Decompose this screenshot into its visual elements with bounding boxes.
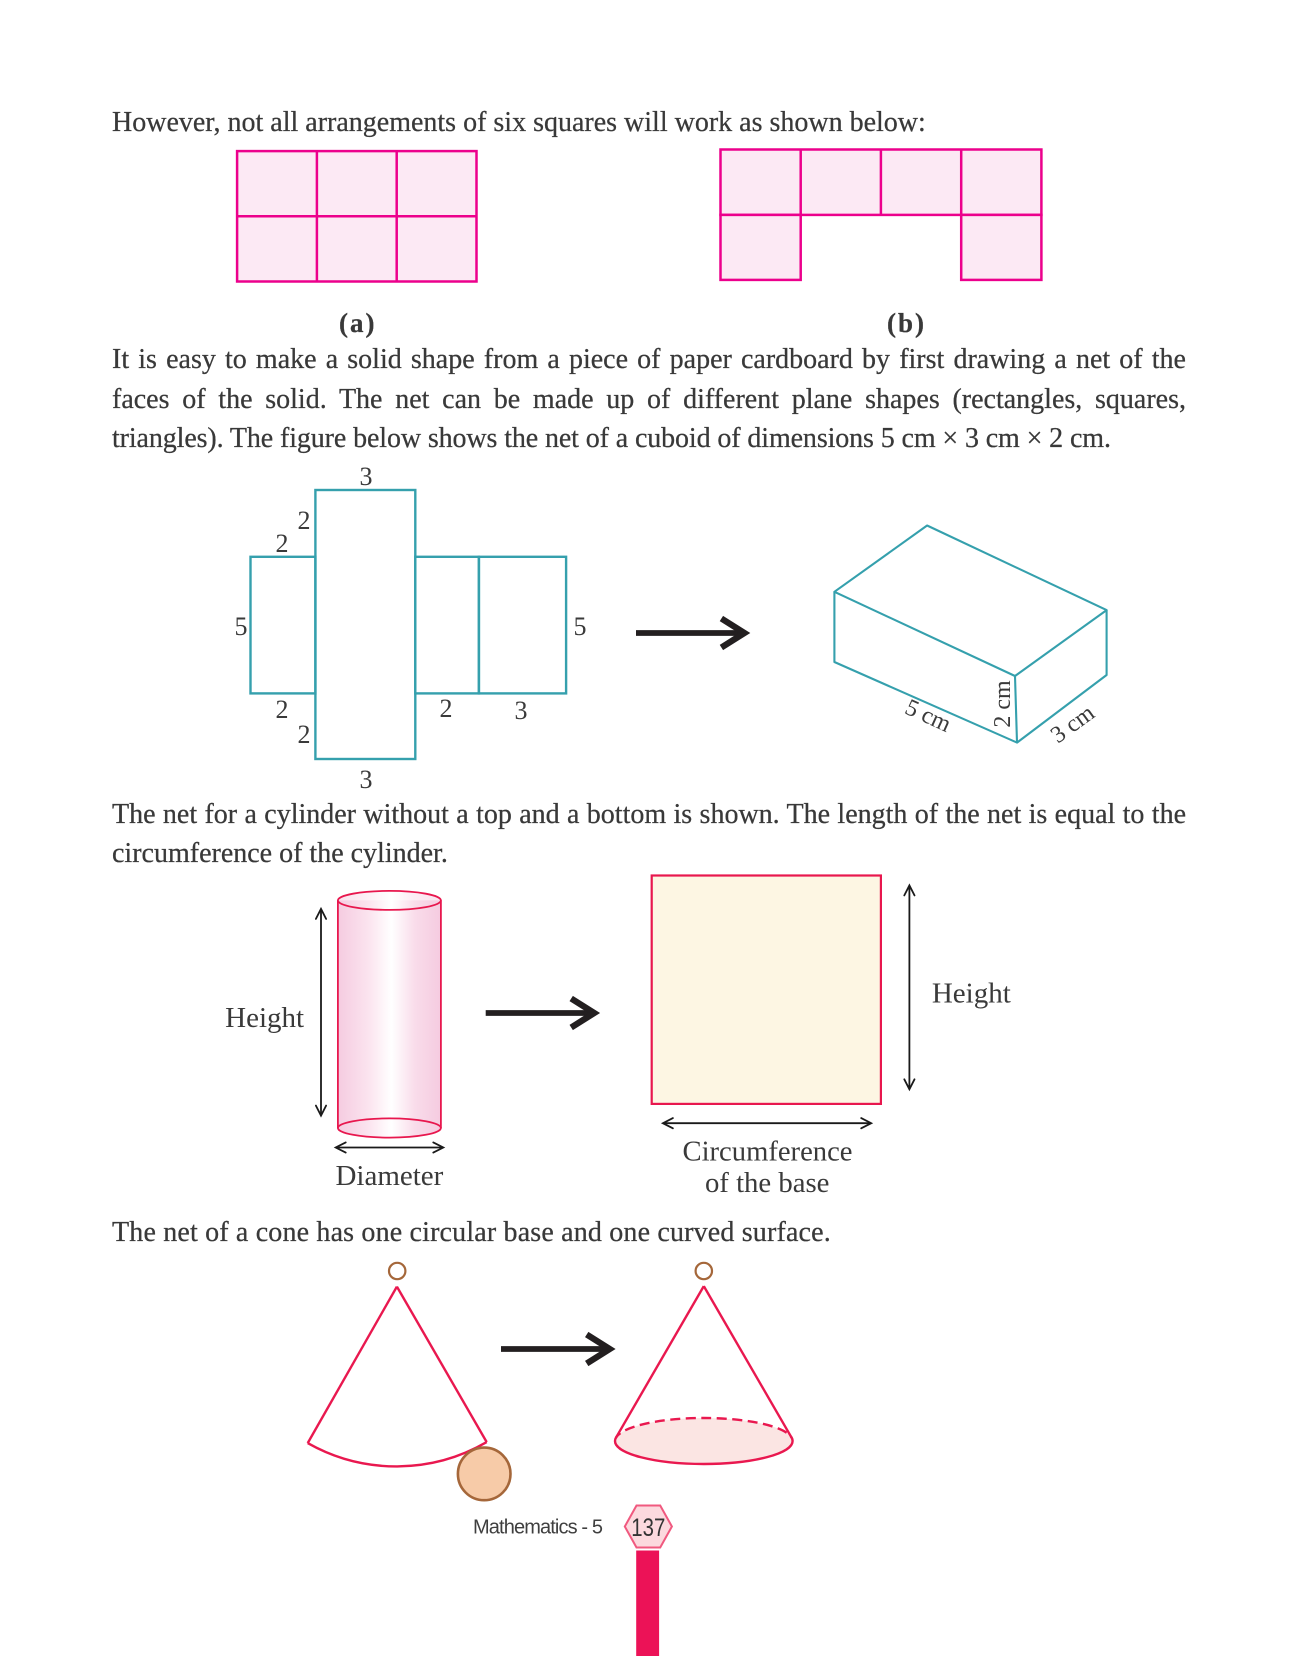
svg-text:3: 3 [515, 696, 528, 725]
svg-text:2: 2 [298, 506, 311, 535]
svg-text:2: 2 [276, 695, 289, 724]
svg-text:5 cm: 5 cm [901, 694, 955, 737]
svg-text:3: 3 [360, 462, 373, 491]
svg-text:2: 2 [276, 529, 289, 558]
svg-text:2: 2 [298, 720, 311, 749]
svg-text:Diameter: Diameter [335, 1160, 443, 1192]
svg-text:137: 137 [631, 1514, 665, 1542]
svg-text:of the base: of the base [705, 1167, 830, 1199]
svg-text:2: 2 [440, 694, 453, 723]
svg-text:5: 5 [574, 612, 587, 641]
svg-text:Height: Height [225, 1002, 304, 1034]
svg-text:Mathematics - 5: Mathematics - 5 [473, 1517, 603, 1539]
svg-text:3 cm: 3 cm [1046, 700, 1100, 749]
svg-text:Circumference: Circumference [683, 1137, 853, 1168]
svg-text:5: 5 [235, 612, 248, 641]
svg-text:3: 3 [360, 765, 373, 794]
svg-text:2 cm: 2 cm [990, 680, 1016, 728]
svg-text:Height: Height [932, 978, 1011, 1010]
